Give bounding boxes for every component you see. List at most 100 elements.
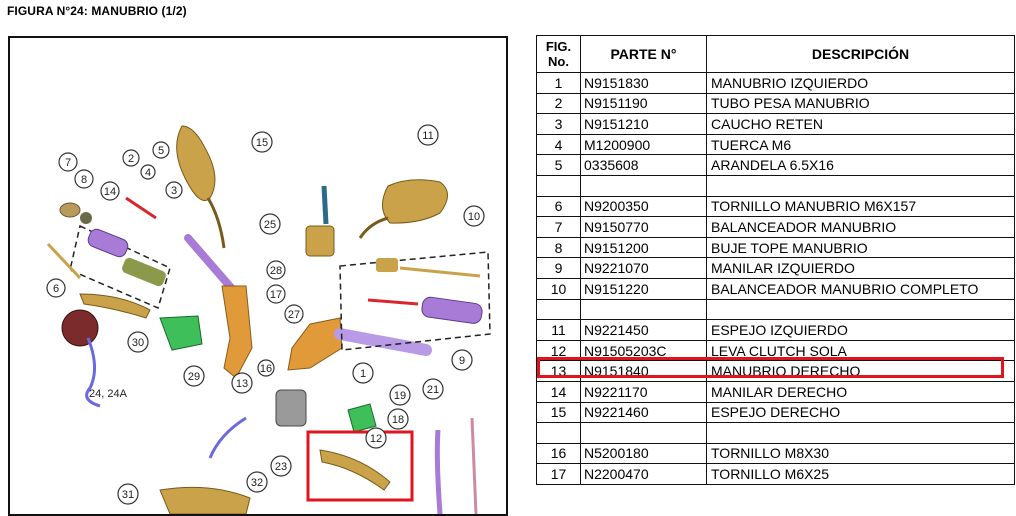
callout-5: 5 bbox=[152, 141, 170, 159]
callout-2: 2 bbox=[122, 149, 140, 167]
brake-master-cylinder-part bbox=[61, 309, 99, 347]
clamp-right-part bbox=[221, 285, 253, 379]
throttle-tube-part bbox=[122, 257, 166, 287]
part-number-cell: N9151200 bbox=[580, 236, 707, 259]
description-cell: MANILAR IZQUIERDO bbox=[706, 257, 1015, 279]
fig-cell: 14 bbox=[536, 380, 581, 403]
callout-29: 29 bbox=[183, 365, 205, 387]
callout-circle bbox=[46, 278, 66, 298]
fig-cell: 16 bbox=[536, 442, 581, 465]
callout-label: 21 bbox=[427, 384, 439, 396]
callout-28: 28 bbox=[266, 260, 286, 280]
fig-cell: 6 bbox=[536, 195, 581, 218]
callout-circle bbox=[58, 152, 78, 172]
callout-circle bbox=[387, 408, 409, 430]
callout-circle bbox=[417, 124, 439, 146]
description-cell: TORNILLO M6X25 bbox=[706, 463, 1015, 485]
part-number-cell: N9151220 bbox=[580, 277, 707, 300]
callout-circle bbox=[152, 141, 170, 159]
callout-circle bbox=[251, 131, 273, 153]
grip-assembly-box bbox=[69, 224, 171, 310]
fig-cell: 17 bbox=[536, 463, 581, 485]
description-cell bbox=[706, 422, 1015, 444]
description-cell: MANUBRIO DERECHO bbox=[706, 360, 1015, 382]
fig-cell bbox=[536, 298, 581, 321]
callout-circle bbox=[352, 362, 374, 384]
description-cell: BALANCEADOR MANUBRIO COMPLETO bbox=[706, 277, 1015, 300]
callout-label: 25 bbox=[264, 219, 276, 231]
callout-label: 4 bbox=[145, 167, 151, 179]
callout-circle bbox=[266, 284, 286, 304]
callout-label: 31 bbox=[122, 489, 134, 501]
callout-label: 29 bbox=[188, 371, 200, 383]
mirror-left-part bbox=[358, 179, 448, 239]
callout-25: 25 bbox=[259, 213, 281, 235]
end-weight-part bbox=[59, 202, 81, 218]
callout-label: 9 bbox=[459, 355, 465, 367]
callout-label: 32 bbox=[251, 477, 263, 489]
callout-16: 16 bbox=[257, 359, 275, 377]
callout-label: 28 bbox=[270, 265, 282, 277]
part-number-cell bbox=[580, 174, 707, 197]
part-number-cell bbox=[580, 298, 707, 321]
callout-32: 32 bbox=[246, 471, 268, 493]
callout-24-24A: 24, 24A bbox=[89, 388, 128, 400]
part-number-cell: M1200900 bbox=[580, 133, 707, 156]
callout-circle bbox=[165, 181, 183, 199]
part-number-cell: N9150770 bbox=[580, 216, 707, 238]
end-weight-screw-part bbox=[46, 242, 82, 280]
callout-circle bbox=[257, 359, 275, 377]
callout-label: 13 bbox=[236, 378, 248, 390]
callout-12: 12 bbox=[365, 427, 387, 449]
callout-8: 8 bbox=[74, 169, 94, 189]
callout-4: 4 bbox=[140, 164, 156, 180]
callout-14: 14 bbox=[100, 181, 120, 201]
callout-circle bbox=[183, 365, 205, 387]
description-cell bbox=[706, 298, 1015, 321]
callout-label: 7 bbox=[65, 157, 71, 169]
part-number-cell: N5200180 bbox=[580, 442, 707, 465]
callout-label: 11 bbox=[422, 130, 433, 142]
description-cell: TUERCA M6 bbox=[706, 133, 1015, 156]
callout-label: 3 bbox=[171, 185, 177, 197]
switch-left-part bbox=[159, 315, 203, 351]
callout-label: 27 bbox=[288, 309, 300, 321]
column-header-part: PARTE N° bbox=[580, 35, 707, 73]
callout-circle bbox=[422, 378, 444, 400]
callout-label: 15 bbox=[256, 137, 268, 149]
fig-cell: 13 bbox=[536, 360, 581, 382]
description-cell: MANILAR DERECHO bbox=[706, 380, 1015, 403]
clutch-cable-part bbox=[434, 429, 443, 514]
bottom-bracket-part bbox=[159, 486, 251, 514]
callout-18: 18 bbox=[387, 408, 409, 430]
part-number-cell: N9221170 bbox=[580, 380, 707, 403]
part-number-cell: N9221070 bbox=[580, 257, 707, 279]
description-cell: LEVA CLUTCH SOLA bbox=[706, 339, 1015, 362]
description-cell: CAUCHO RETEN bbox=[706, 113, 1015, 135]
fig-cell bbox=[536, 422, 581, 444]
callout-circle bbox=[117, 483, 139, 505]
part-number-cell: N9151210 bbox=[580, 113, 707, 135]
fig-cell: 5 bbox=[536, 154, 581, 176]
description-cell: TORNILLO MANUBRIO M6X157 bbox=[706, 195, 1015, 218]
description-cell: ESPEJO IZQUIERDO bbox=[706, 319, 1015, 341]
grip-left-part bbox=[421, 296, 483, 324]
callout-circle bbox=[127, 331, 149, 353]
callout-label: 24, 24A bbox=[89, 388, 128, 400]
table-row bbox=[536, 174, 1015, 197]
balancer-bolt-part bbox=[367, 298, 419, 306]
key-part bbox=[321, 185, 329, 225]
callout-circle bbox=[463, 205, 485, 227]
column-header-fig: FIG.No. bbox=[536, 35, 581, 73]
callout-label: 14 bbox=[104, 186, 116, 198]
callout-19: 19 bbox=[389, 384, 411, 406]
